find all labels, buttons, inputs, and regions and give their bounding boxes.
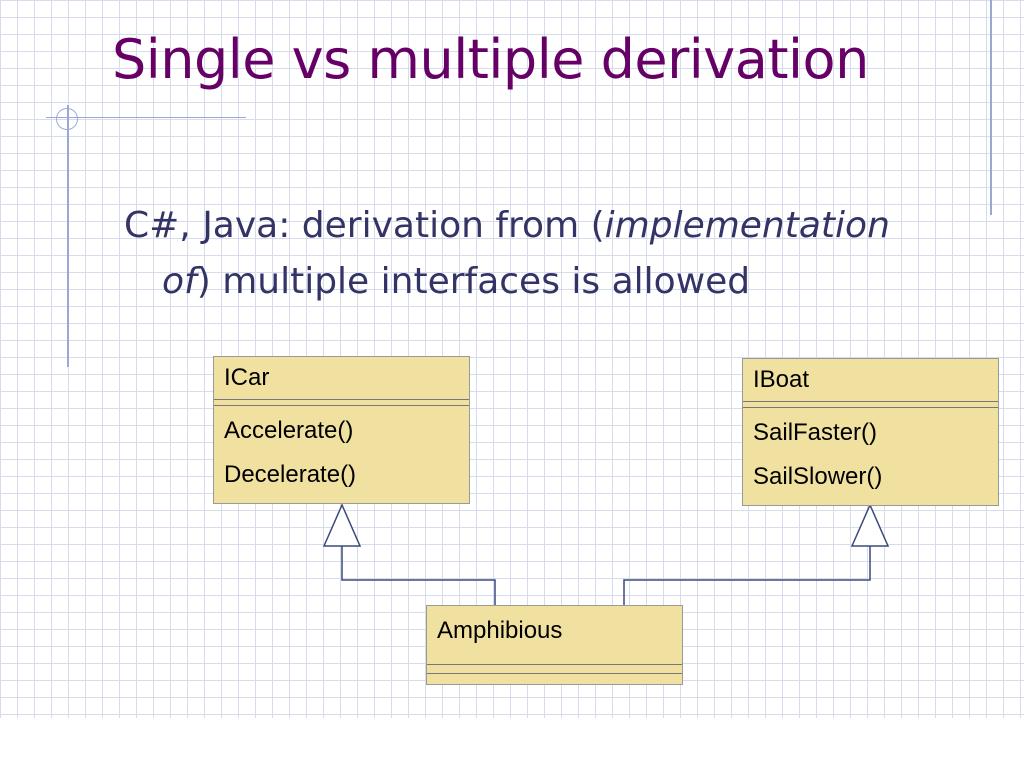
bullet-part2: ) multiple interfaces is allowed	[196, 261, 751, 302]
realization-arrow-iboat	[850, 503, 890, 547]
icar-name: ICar	[214, 357, 469, 400]
connector-amphibious-iboat	[623, 546, 871, 606]
iboat-interface-box: IBoat SailFaster() SailSlower()	[742, 358, 999, 506]
bullet-part1: C#, Java: derivation from (	[124, 205, 605, 246]
bullet-text: C#, Java: derivation from (implementatio…	[124, 198, 1004, 310]
iboat-name: IBoat	[743, 359, 998, 402]
iboat-operation: SailFaster()	[753, 419, 878, 446]
bullet-italic2: of	[162, 261, 197, 302]
bullet-italic1: implementation	[604, 205, 890, 246]
icar-separator	[214, 400, 469, 406]
realization-arrow-icar	[322, 503, 362, 547]
decorative-circle-icon	[56, 108, 78, 130]
icar-operation: Decelerate()	[224, 461, 357, 488]
icar-interface-box: ICar Accelerate() Decelerate()	[213, 356, 470, 504]
iboat-separator	[743, 402, 998, 408]
amphibious-class-box: Amphibious	[426, 605, 683, 685]
amphibious-separator	[427, 665, 682, 674]
decorative-line-horizontal	[46, 117, 246, 118]
decorative-line-vertical	[67, 105, 69, 367]
icar-operation: Accelerate()	[224, 417, 354, 444]
slide-title: Single vs multiple derivation	[112, 28, 869, 91]
amphibious-name: Amphibious	[427, 606, 682, 665]
iboat-operation: SailSlower()	[753, 463, 883, 490]
decorative-line-right	[990, 0, 992, 215]
connector-amphibious-icar	[341, 546, 496, 606]
